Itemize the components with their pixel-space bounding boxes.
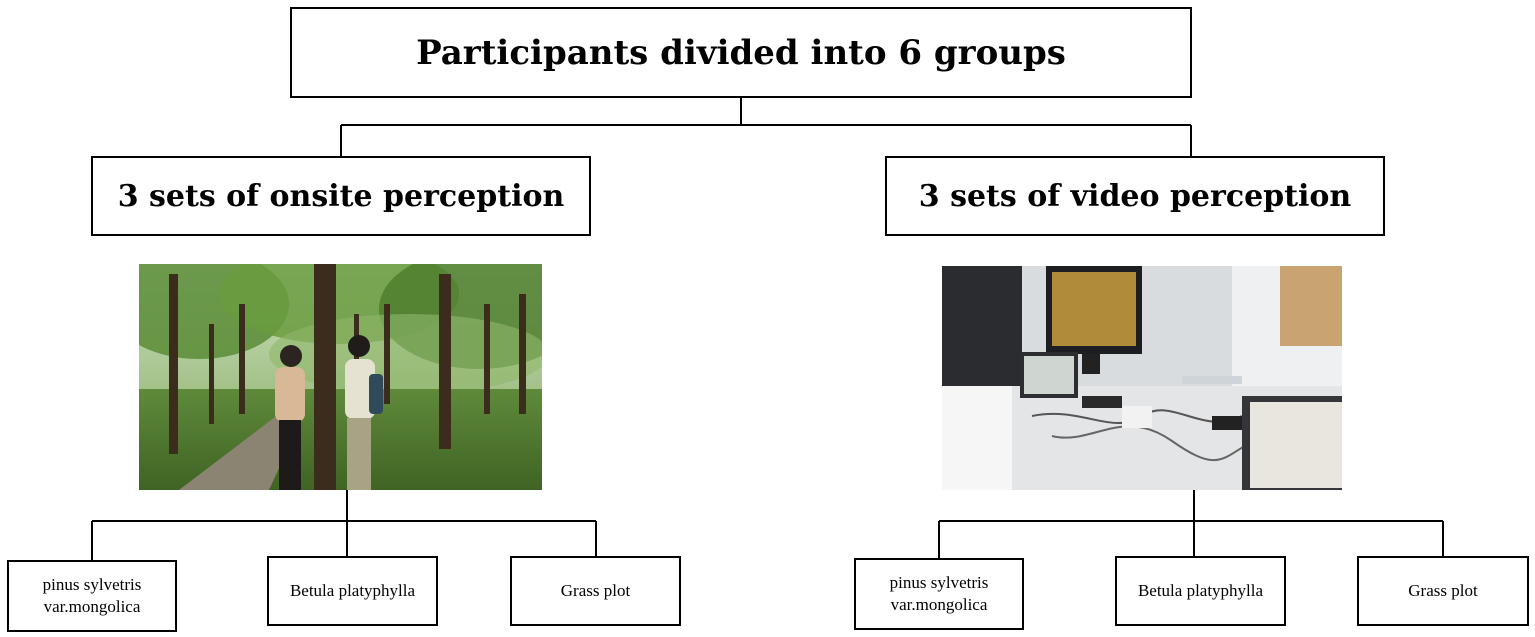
video-leaf-grass: Grass plot [1357,556,1529,626]
video-set-box: 3 sets of video perception [885,156,1385,236]
leaf-label: pinus sylvetris var.mongolica [889,572,989,614]
onsite-forest-photo [139,264,542,490]
root-box: Participants divided into 6 groups [290,7,1192,98]
leaf-label: Grass plot [560,580,631,600]
leaf-label: Grass plot [1408,580,1478,600]
leaf-label: Betula platyphylla [289,580,416,600]
onsite-leaf-pinus: pinus sylvetris var.mongolica [7,560,177,632]
lab-video-photo [942,266,1342,490]
video-set-label: 3 sets of video perception [918,178,1352,214]
root-label: Participants divided into 6 groups [416,32,1066,73]
leaf-label: Betula platyphylla [1137,580,1264,600]
leaf-label: pinus sylvetris var.mongolica [42,574,142,616]
onsite-leaf-betula: Betula platyphylla [267,556,438,626]
video-leaf-betula: Betula platyphylla [1115,556,1286,626]
video-leaf-pinus: pinus sylvetris var.mongolica [854,558,1024,630]
onsite-set-box: 3 sets of onsite perception [91,156,591,236]
onsite-leaf-grass: Grass plot [510,556,681,626]
onsite-set-label: 3 sets of onsite perception [117,178,565,214]
